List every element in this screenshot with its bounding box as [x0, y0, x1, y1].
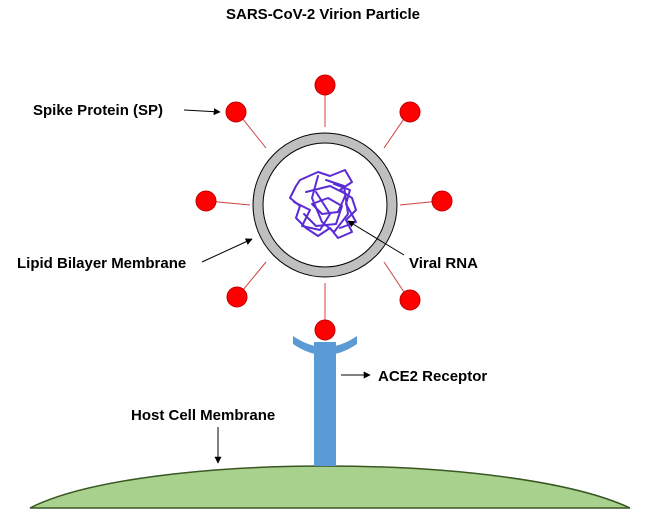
host-membrane-label: Host Cell Membrane — [131, 407, 275, 424]
lipid-membrane-label: Lipid Bilayer Membrane — [17, 255, 186, 272]
host-cell-membrane — [29, 465, 631, 509]
lipid-membrane-arrow — [201, 238, 253, 263]
spike-protein-right — [431, 190, 453, 212]
viral-rna-strand — [289, 169, 357, 239]
viral-rna-label: Viral RNA — [409, 255, 478, 272]
spike-protein-upper-right — [399, 101, 421, 123]
spike-protein-upper-left — [225, 101, 247, 123]
spike-protein-left — [195, 190, 217, 212]
ace2-receptor — [293, 336, 357, 466]
spike-protein-lower-right — [399, 289, 421, 311]
spike-protein-lower-left — [226, 286, 248, 308]
diagram-title: SARS-CoV-2 Virion Particle — [226, 6, 420, 23]
viral-rna-arrow — [347, 220, 405, 256]
spike-protein-label: Spike Protein (SP) — [33, 102, 163, 119]
spike-protein-bottom — [314, 319, 336, 341]
spike-protein-top — [314, 74, 336, 96]
ace2-receptor-label: ACE2 Receptor — [378, 368, 487, 385]
spike-protein-arrow — [183, 108, 221, 116]
spike-proteins — [195, 74, 453, 341]
